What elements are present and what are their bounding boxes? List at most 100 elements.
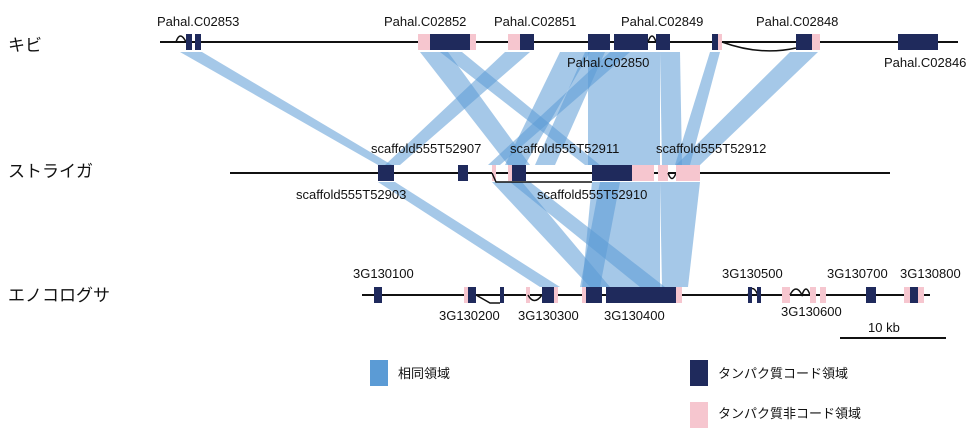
gene-label: 3G130400 (604, 308, 665, 323)
gene-label: scaffold555T52911 (510, 141, 619, 156)
gene-label: Pahal.C02850 (567, 55, 649, 70)
intron-line (527, 294, 543, 302)
coding-exon (458, 165, 468, 181)
noncoding-exon (918, 287, 924, 303)
scale-bar-label: 10 kb (868, 320, 900, 335)
noncoding-exon (718, 34, 722, 50)
homology-band (660, 182, 700, 287)
gene-label: 3G130700 (827, 266, 888, 281)
legend-label-noncoding: タンパク質非コード領域 (718, 406, 861, 422)
coding-exon (378, 165, 394, 181)
coding-exon (586, 287, 602, 303)
homology-band (660, 52, 682, 165)
species-label-striga: ストライガ (8, 162, 93, 182)
homology-band (378, 182, 560, 287)
coding-exon (542, 287, 554, 303)
homology-band (675, 52, 720, 165)
noncoding-exon (658, 165, 668, 181)
scale-bar: 10 kb (840, 320, 946, 339)
noncoding-exon (676, 287, 682, 303)
noncoding-exon (820, 287, 826, 303)
noncoding-exon (812, 34, 820, 50)
noncoding-exon (810, 287, 816, 303)
coding-exon (195, 34, 201, 50)
intron-line (175, 35, 187, 43)
coding-exon (500, 287, 504, 303)
gene-label: Pahal.C02852 (384, 14, 466, 29)
gene-label: Pahal.C02846 (884, 55, 966, 70)
coding-exon (186, 34, 192, 50)
homology-band (580, 182, 620, 287)
track-enokorogusa (362, 287, 930, 304)
noncoding-exon (492, 165, 496, 181)
noncoding-exon (904, 287, 910, 303)
noncoding-exon (464, 287, 468, 303)
gene-label: 3G130100 (353, 266, 414, 281)
legend-swatch-noncoding (690, 402, 708, 428)
coding-exon (910, 287, 918, 303)
gene-label: 3G130300 (518, 308, 579, 323)
coding-exon (757, 287, 761, 303)
coding-exon (898, 34, 938, 50)
gene-label: scaffold555T52912 (656, 141, 766, 156)
coding-exon (796, 34, 812, 50)
noncoding-exon (508, 165, 512, 181)
gene-label: Pahal.C02848 (756, 14, 838, 29)
homology-band (640, 52, 660, 165)
homology-bands (180, 52, 818, 287)
legend-swatch-coding (690, 360, 708, 386)
noncoding-exon (554, 287, 558, 303)
coding-exon (592, 165, 632, 181)
gene-label: 3G130600 (781, 304, 842, 319)
legend-swatch-homology (370, 360, 388, 386)
homology-band (385, 52, 530, 165)
species-label-enokorogusa: エノコログサ (8, 286, 110, 306)
intron-line (475, 294, 500, 304)
gene-label: 3G130800 (900, 266, 961, 281)
gene-label: scaffold555T52903 (296, 187, 406, 202)
coding-exon (614, 34, 648, 50)
legend: 相同領域 タンパク質コード領域 タンパク質非コード領域 (370, 360, 861, 428)
noncoding-exon (632, 165, 654, 181)
coding-exon (512, 165, 526, 181)
intron-line (647, 35, 657, 43)
homology-band (640, 182, 660, 287)
homology-band (492, 182, 610, 287)
coding-exon (712, 34, 718, 50)
noncoding-exon (508, 34, 520, 50)
homology-band (488, 52, 630, 165)
gene-label: Pahal.C02849 (621, 14, 703, 29)
coding-exon (606, 287, 676, 303)
species-label-kibi: キビ (8, 36, 42, 56)
noncoding-exon (676, 165, 700, 181)
coding-exon (374, 287, 382, 303)
homology-band (676, 52, 818, 165)
gene-label: Pahal.C02853 (157, 14, 239, 29)
homology-band (588, 52, 640, 165)
noncoding-exon (418, 34, 430, 50)
legend-label-coding: タンパク質コード領域 (718, 366, 848, 382)
homology-band (180, 52, 392, 165)
legend-label-homology: 相同領域 (398, 366, 450, 382)
noncoding-exon (470, 34, 476, 50)
intron-line (667, 172, 677, 180)
gene-label: scaffold555T52910 (537, 187, 647, 202)
noncoding-exon (782, 287, 790, 303)
gene-label: 3G130500 (722, 266, 783, 281)
track-kibi (160, 34, 958, 52)
coding-exon (430, 34, 470, 50)
noncoding-exon (582, 287, 586, 303)
coding-exon (656, 34, 670, 50)
coding-exon (866, 287, 876, 303)
homology-band (420, 52, 530, 165)
track-striga (230, 165, 890, 183)
coding-exon (588, 34, 610, 50)
intron-line (789, 288, 811, 297)
coding-exon (748, 287, 752, 303)
coding-exon (520, 34, 534, 50)
intron-line (721, 41, 797, 52)
gene-label: Pahal.C02851 (494, 14, 576, 29)
gene-label: scaffold555T52907 (371, 141, 481, 156)
intron-line (491, 172, 592, 183)
